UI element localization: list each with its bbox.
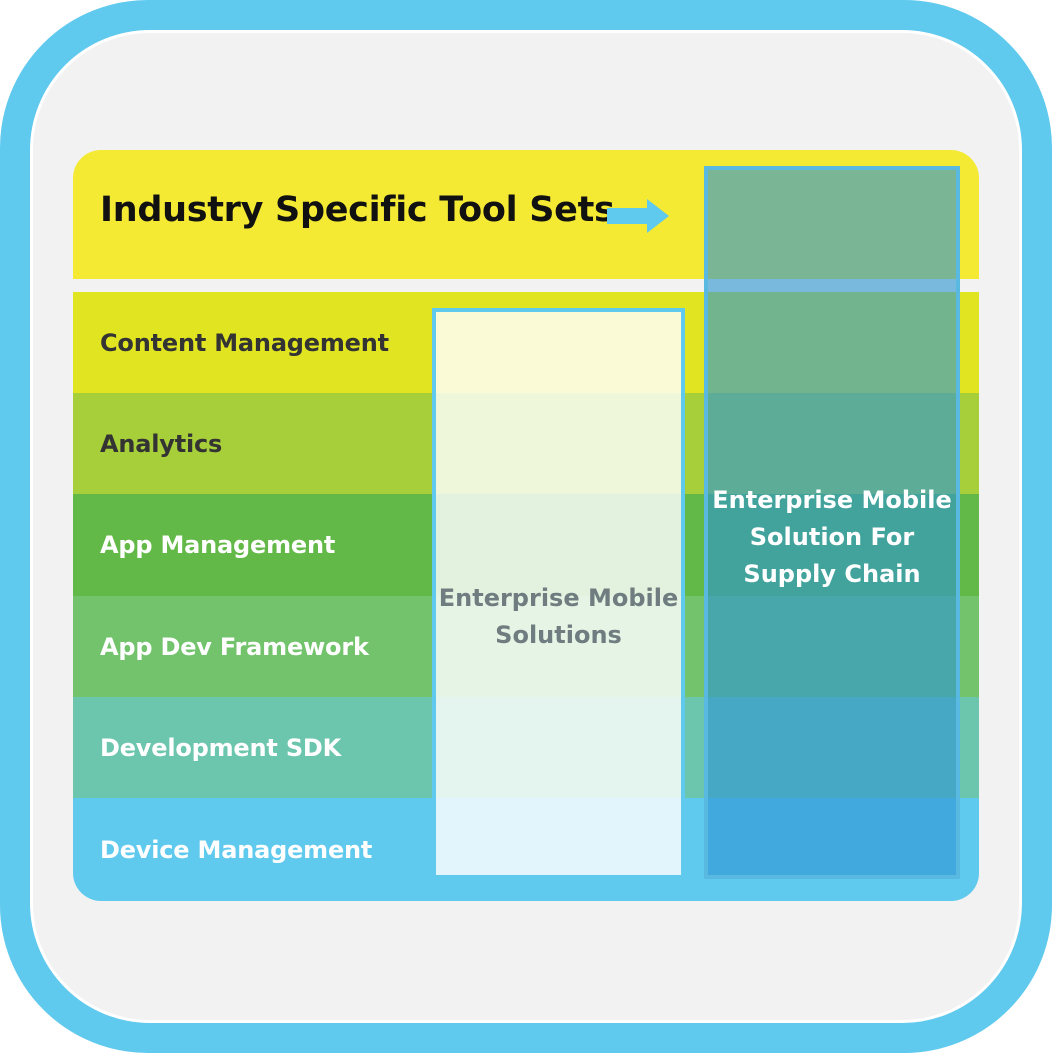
- column-label-line: Solution For: [749, 523, 915, 551]
- column-label-line: Enterprise Mobile: [438, 584, 679, 612]
- enterprise-mobile-solutions-column: Enterprise Mobile Solutions: [432, 308, 685, 879]
- supply-chain-solution-column: Enterprise Mobile Solution For Supply Ch…: [704, 166, 960, 879]
- layer-label: Device Management: [100, 835, 373, 864]
- header-title: Industry Specific Tool Sets: [100, 190, 615, 230]
- layer-label: App Management: [100, 531, 336, 559]
- arrow-right-icon: [607, 199, 669, 233]
- layer-label: App Dev Framework: [100, 633, 369, 661]
- column-label: Enterprise Mobile Solutions: [436, 580, 681, 654]
- layer-label: Development SDK: [100, 734, 342, 762]
- layer-label: Content Management: [100, 329, 389, 357]
- layer-label: Analytics: [100, 430, 223, 458]
- stack-diagram: Industry Specific Tool Sets Content Mana…: [73, 150, 979, 901]
- column-label-line: Supply Chain: [743, 560, 921, 588]
- column-label-line: Enterprise Mobile: [712, 486, 952, 514]
- column-label: Enterprise Mobile Solution For Supply Ch…: [708, 482, 956, 593]
- column-label-line: Solutions: [495, 621, 622, 649]
